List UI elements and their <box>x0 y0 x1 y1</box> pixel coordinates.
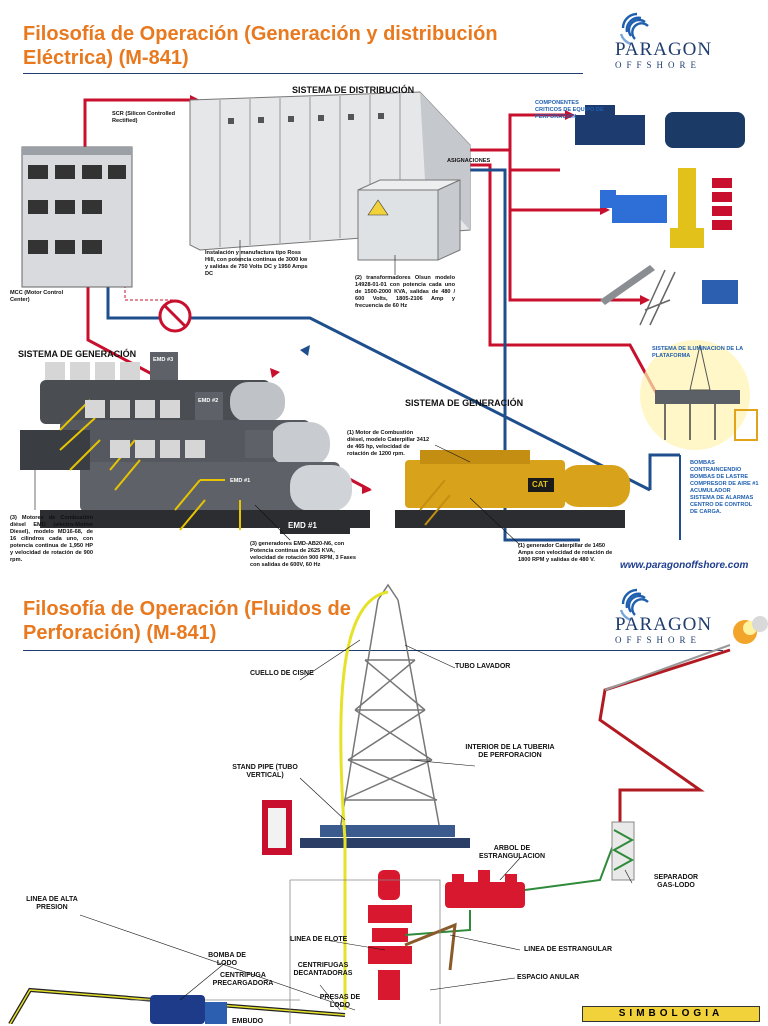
list-item: SISTEMA DE ALARMAS <box>690 495 754 501</box>
separator-vessel <box>611 821 635 881</box>
simbologia-legend: SIMBOLOGIA <box>582 1006 760 1022</box>
paragon-url[interactable]: www.paragonoffshore.com <box>620 560 749 571</box>
bomba-lodo-label: BOMBA DE LODO <box>208 952 246 967</box>
emd-tag-3: EMD #3 <box>153 357 174 363</box>
top-title: Filosofía de Operación (Generación y dis… <box>23 23 498 69</box>
red-wire-main <box>83 98 190 150</box>
scr-label: SCR (Silicon Controlled Rectified) <box>112 111 176 124</box>
bop-stack <box>368 870 412 1000</box>
drilling-equipment <box>575 105 745 326</box>
separador-label: SEPARADOR GAS-LODO <box>653 874 699 889</box>
generador-cat-label: (1) generador Caterpillar de 1450 Amps c… <box>518 543 613 563</box>
paragon-sub: OFFSHORE <box>615 60 702 70</box>
stand-pipe-label: STAND PIPE (TUBO VERTICAL) <box>232 764 298 779</box>
choke-manifold <box>445 870 525 908</box>
componentes-label: COMPONENTES CRITICOS DE EQUIPO DE PERFOR… <box>535 100 604 120</box>
prohibited-icon <box>158 299 192 333</box>
offshore-platform <box>640 340 758 450</box>
paragon-name: PARAGON <box>615 614 713 635</box>
bottom-title-rule <box>23 650 723 651</box>
emd-tag-2: EMD #2 <box>198 398 219 404</box>
linea-flote-label: LINEA DE FLOTE <box>290 936 348 943</box>
asignaciones-label: ASIGNACIONES <box>447 158 491 164</box>
emd-tag-1: EMD #1 <box>230 478 251 484</box>
emd-tag-1b: EMD #1 <box>288 521 317 530</box>
transformadores-label: (2) transformadores Olsun modelo 14928-0… <box>355 275 455 309</box>
derrick <box>339 583 441 831</box>
presas-label: PRESAS DE LODO <box>319 994 361 1009</box>
red-wire-dist <box>470 113 565 152</box>
transformer <box>357 179 461 261</box>
sistema-generacion-left-label: SISTEMA DE GENERACIÓN <box>18 349 137 359</box>
motor-cat-label: (1) Motor de Combustión diésel, modelo C… <box>347 430 430 457</box>
centrifuga-label: CENTRIFUGA PRECARGADORA <box>212 972 274 987</box>
choke-panel <box>262 800 292 855</box>
paragon-sub: OFFSHORE <box>615 635 702 645</box>
mud-pump <box>150 995 227 1024</box>
iluminacion-label: SISTEMA DE ILUMINACION DE LA PLATAFORMA <box>652 346 743 359</box>
list-item: BOMBAS DE LASTRE <box>690 474 749 480</box>
paragon-name: PARAGON <box>615 39 713 60</box>
ross-hill-label: Instalación y manufactura tipo Ross Hill… <box>205 250 308 277</box>
list-item: CENTRO DE CONTROL DE CARGA. <box>690 502 753 515</box>
bombas-list: BOMBAS CONTRAINCENDIO BOMBAS DE LASTRE C… <box>690 460 760 516</box>
centrifugas-dec-label: CENTRIFUGAS DECANTADORAS <box>293 962 353 977</box>
linea-alta-label: LINEA DE ALTA PRESION <box>26 896 78 911</box>
cat-generator <box>395 450 630 528</box>
cuello-cisne-label: CUELLO DE CISNE <box>250 670 314 677</box>
linea-estrangular-label: LINEA DE ESTRANGULAR <box>524 946 613 953</box>
sistema-distribucion-label: SISTEMA DE DISTRIBUCIÓN <box>292 85 415 95</box>
list-item: BOMBAS CONTRAINCENDIO <box>690 460 742 473</box>
emd-generators <box>20 352 370 534</box>
list-item: ACUMULADOR <box>690 488 731 494</box>
blue-wire-main <box>106 270 651 492</box>
cat-tag: CAT <box>532 480 548 489</box>
generadores-emd-label: (3) generadores EMD-AB20-N6, con Potenci… <box>250 541 357 568</box>
electrical-diagram <box>20 91 758 546</box>
mcc-cabinet <box>21 146 133 288</box>
espacio-anular-label: ESPACIO ANULAR <box>517 974 580 981</box>
embudo-label: EMBUDO <box>232 1018 264 1025</box>
motores-emd-label: (3) Motores de Combustión diésel EMD (el… <box>10 515 93 563</box>
sistema-generacion-right-label: SISTEMA DE GENERACIÓN <box>405 398 524 408</box>
arbol-label: ARBOL DE ESTRANGULACION <box>478 845 546 860</box>
mcc-label: MCC (Motor Control Center) <box>10 290 64 303</box>
interior-tuberia-label: INTERIOR DE LA TUBERIA DE PERFORACION <box>465 744 555 759</box>
list-item: COMPRESOR DE AIRE #1 <box>690 481 759 487</box>
bottom-title: Filosofía de Operación (Fluidos de Perfo… <box>23 598 351 644</box>
tubo-lavador-label: TUBO LAVADOR <box>455 663 511 670</box>
flare-icon <box>733 616 768 644</box>
top-title-rule <box>23 73 583 74</box>
